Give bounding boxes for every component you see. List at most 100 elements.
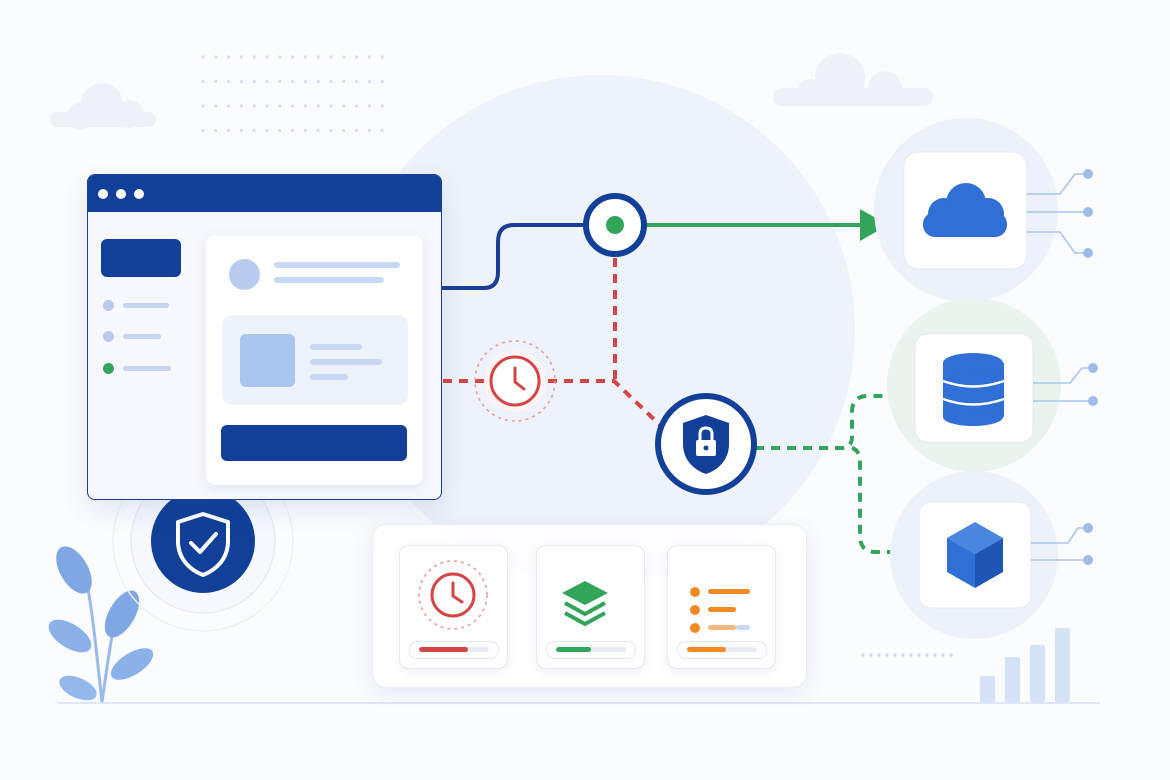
sidebar-item-text-placeholder (123, 334, 161, 339)
line-dot (893, 653, 897, 657)
grid-dot (278, 55, 282, 59)
grid-dot (239, 104, 243, 108)
dot-grid-decoration (201, 55, 384, 133)
text-line-placeholder (274, 262, 400, 268)
grid-dot (252, 104, 256, 108)
grid-dot (355, 55, 359, 59)
line-dot (909, 653, 913, 657)
grid-dot (278, 104, 282, 108)
status-tile-list[interactable] (667, 545, 776, 669)
connector-green-dashed-upper (755, 394, 892, 450)
progress-bar (677, 641, 767, 659)
grid-dot (303, 128, 307, 133)
grid-dot (252, 55, 256, 59)
sidebar-item-text-placeholder (123, 366, 171, 371)
grid-dot (239, 55, 243, 59)
ground-decoration (58, 702, 1100, 704)
grid-dot (252, 79, 256, 84)
cloud-icon (923, 183, 1007, 237)
grid-dot (265, 55, 269, 59)
dotted-line-decoration (861, 653, 953, 657)
primary-action-button[interactable] (221, 425, 407, 461)
hub-node-icon (583, 193, 647, 257)
connector-red-right (548, 379, 662, 427)
grid-dot (265, 104, 269, 108)
status-panel (372, 524, 807, 688)
grid-dot (316, 104, 320, 108)
clock-icon (474, 340, 556, 422)
grid-dot (278, 79, 282, 84)
window-dot-icon[interactable] (98, 188, 108, 199)
grid-dot (342, 79, 346, 84)
grid-dot (252, 128, 256, 133)
grid-dot (214, 128, 218, 133)
sidebar-item[interactable] (103, 300, 169, 311)
grid-dot (329, 128, 333, 133)
window-dot-icon[interactable] (116, 188, 126, 199)
grid-dot (227, 104, 231, 108)
grid-dot (201, 104, 205, 108)
destination-database (887, 298, 1098, 472)
grid-dot (367, 79, 371, 84)
sidebar-item[interactable] (103, 331, 161, 342)
grid-dot (303, 55, 307, 59)
grid-dot (316, 79, 320, 84)
bullet-icon (103, 363, 114, 374)
grid-dot (214, 55, 218, 59)
grid-dot (342, 128, 346, 133)
grid-dot (201, 79, 205, 84)
grid-dot (342, 55, 346, 59)
sidebar-item-active[interactable] (103, 363, 171, 374)
grid-dot (367, 128, 371, 133)
grid-dot (380, 79, 384, 84)
grid-dot (291, 128, 295, 133)
grid-dot (291, 79, 295, 84)
line-dot (941, 653, 945, 657)
destination-package (890, 471, 1093, 639)
grid-dot (316, 128, 320, 133)
leaf-plant-decoration (48, 546, 154, 703)
grid-dot (214, 104, 218, 108)
media-block (222, 315, 408, 405)
sidebar-primary-button[interactable] (101, 239, 181, 277)
connector-green-dashed-lower (851, 446, 892, 554)
sidebar-item-text-placeholder (123, 303, 169, 308)
cube-icon (947, 522, 1003, 588)
grid-dot (355, 104, 359, 108)
avatar (229, 259, 260, 290)
grid-dot (329, 79, 333, 84)
window-dot-icon[interactable] (134, 188, 144, 199)
status-tile-layers[interactable] (536, 545, 645, 669)
circuit-lines (1027, 173, 1088, 254)
grid-dot (227, 79, 231, 84)
content-card (206, 235, 423, 485)
grid-dot (316, 55, 320, 59)
grid-dot (265, 128, 269, 133)
shield-lock-icon (655, 393, 757, 495)
text-line-placeholder (310, 344, 362, 350)
line-dot (861, 653, 865, 657)
progress-bar (546, 641, 636, 659)
database-icon (942, 353, 1005, 426)
list-icon (690, 587, 750, 633)
grid-dot (227, 55, 231, 59)
grid-dot (227, 128, 231, 133)
arrow-head-icon (860, 209, 888, 241)
bullet-icon (103, 331, 114, 342)
grid-dot (342, 104, 346, 108)
line-dot (869, 653, 873, 657)
text-line-placeholder (310, 359, 382, 365)
grid-dot (367, 55, 371, 59)
browser-window (87, 174, 442, 500)
grid-dot (201, 55, 205, 59)
destination-cloud (874, 118, 1093, 302)
grid-dot (239, 79, 243, 84)
status-tile-clock[interactable] (399, 545, 508, 669)
grid-dot (329, 104, 333, 108)
line-dot (917, 653, 921, 657)
connector-solid-blue (440, 223, 590, 290)
shield-check-icon (112, 450, 294, 632)
grid-dot (214, 79, 218, 84)
